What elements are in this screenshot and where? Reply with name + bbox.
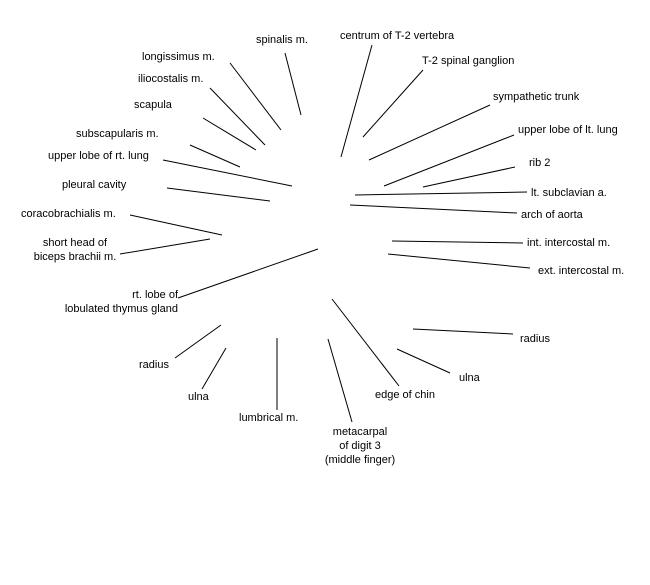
leader-line-lt-subclavian [354, 191, 528, 196]
label-iliocostalis-m: iliocostalis m. [138, 73, 204, 85]
label-upper-lobe-lt-lung: upper lobe of lt. lung [518, 124, 618, 136]
leader-line-int-intercostal [391, 240, 524, 244]
leader-line-coracobrachialis [129, 214, 223, 236]
leader-line-short-head [119, 238, 211, 255]
label-upper-lobe-rt-lung: upper lobe of rt. lung [48, 150, 149, 162]
label-rib-2: rib 2 [529, 157, 551, 169]
leader-line-sympathetic [368, 104, 491, 161]
leader-line-pleural-cavity [166, 187, 271, 202]
leader-line-subscapularis [189, 144, 241, 168]
leader-line-upper-lobe-rt [162, 159, 293, 187]
leader-line-ulna-left [201, 347, 227, 390]
leader-line-metacarpal [327, 338, 353, 423]
leader-line-radius-right [412, 328, 514, 335]
leader-line-spinalis [284, 52, 302, 116]
leader-line-edge-chin [331, 298, 400, 387]
label-pleural-cavity: pleural cavity [62, 179, 127, 191]
label-spinalis-m: spinalis m. [256, 34, 308, 46]
label-scapula: scapula [134, 99, 172, 111]
label-lt-subclavian-a: lt. subclavian a. [531, 187, 607, 199]
label-radius-right: radius [520, 333, 550, 345]
label-arch-of-aorta: arch of aorta [521, 209, 583, 221]
label-rt-lobe-thymus: rt. lobe of lobulated thymus gland [64, 289, 178, 315]
label-ext-intercostal-m: ext. intercostal m. [538, 265, 625, 277]
leader-line-upper-lobe-lt [383, 134, 515, 187]
label-ulna-right: ulna [459, 372, 480, 384]
label-centrum-t2: centrum of T-2 vertebra [340, 30, 455, 42]
leader-line-arch-aorta [349, 204, 518, 214]
leader-line-ulna-right [396, 348, 451, 374]
label-subscapularis-m: subscapularis m. [76, 128, 159, 140]
label-radius-left: radius [139, 359, 169, 371]
leader-line-longissimus [229, 62, 282, 131]
label-lumbrical-m: lumbrical m. [239, 412, 299, 424]
leader-line-iliocostalis [209, 87, 266, 146]
label-int-intercostal-m: int. intercostal m. [527, 237, 611, 249]
label-metacarpal-digit-3: metacarpal of digit 3 (middle finger) [324, 426, 396, 466]
label-t2-spinal-ganglion: T-2 spinal ganglion [422, 55, 515, 67]
leader-line-t2-ganglion [362, 69, 424, 138]
leader-line-ext-intercostal [387, 253, 531, 269]
leader-line-thymus [177, 248, 319, 299]
label-sympathetic-trunk: sympathetic trunk [493, 91, 580, 103]
label-short-head-biceps: short head of biceps brachii m. [33, 237, 117, 263]
label-coracobrachialis-m: coracobrachialis m. [21, 208, 116, 220]
label-edge-of-chin: edge of chin [375, 389, 435, 401]
label-ulna-left: ulna [188, 391, 209, 403]
leader-line-scapula [202, 117, 257, 151]
label-longissimus-m: longissimus m. [142, 51, 215, 63]
leader-line-rib2 [422, 166, 516, 188]
leader-line-radius-left [174, 324, 222, 359]
leader-line-centrum [340, 44, 373, 158]
